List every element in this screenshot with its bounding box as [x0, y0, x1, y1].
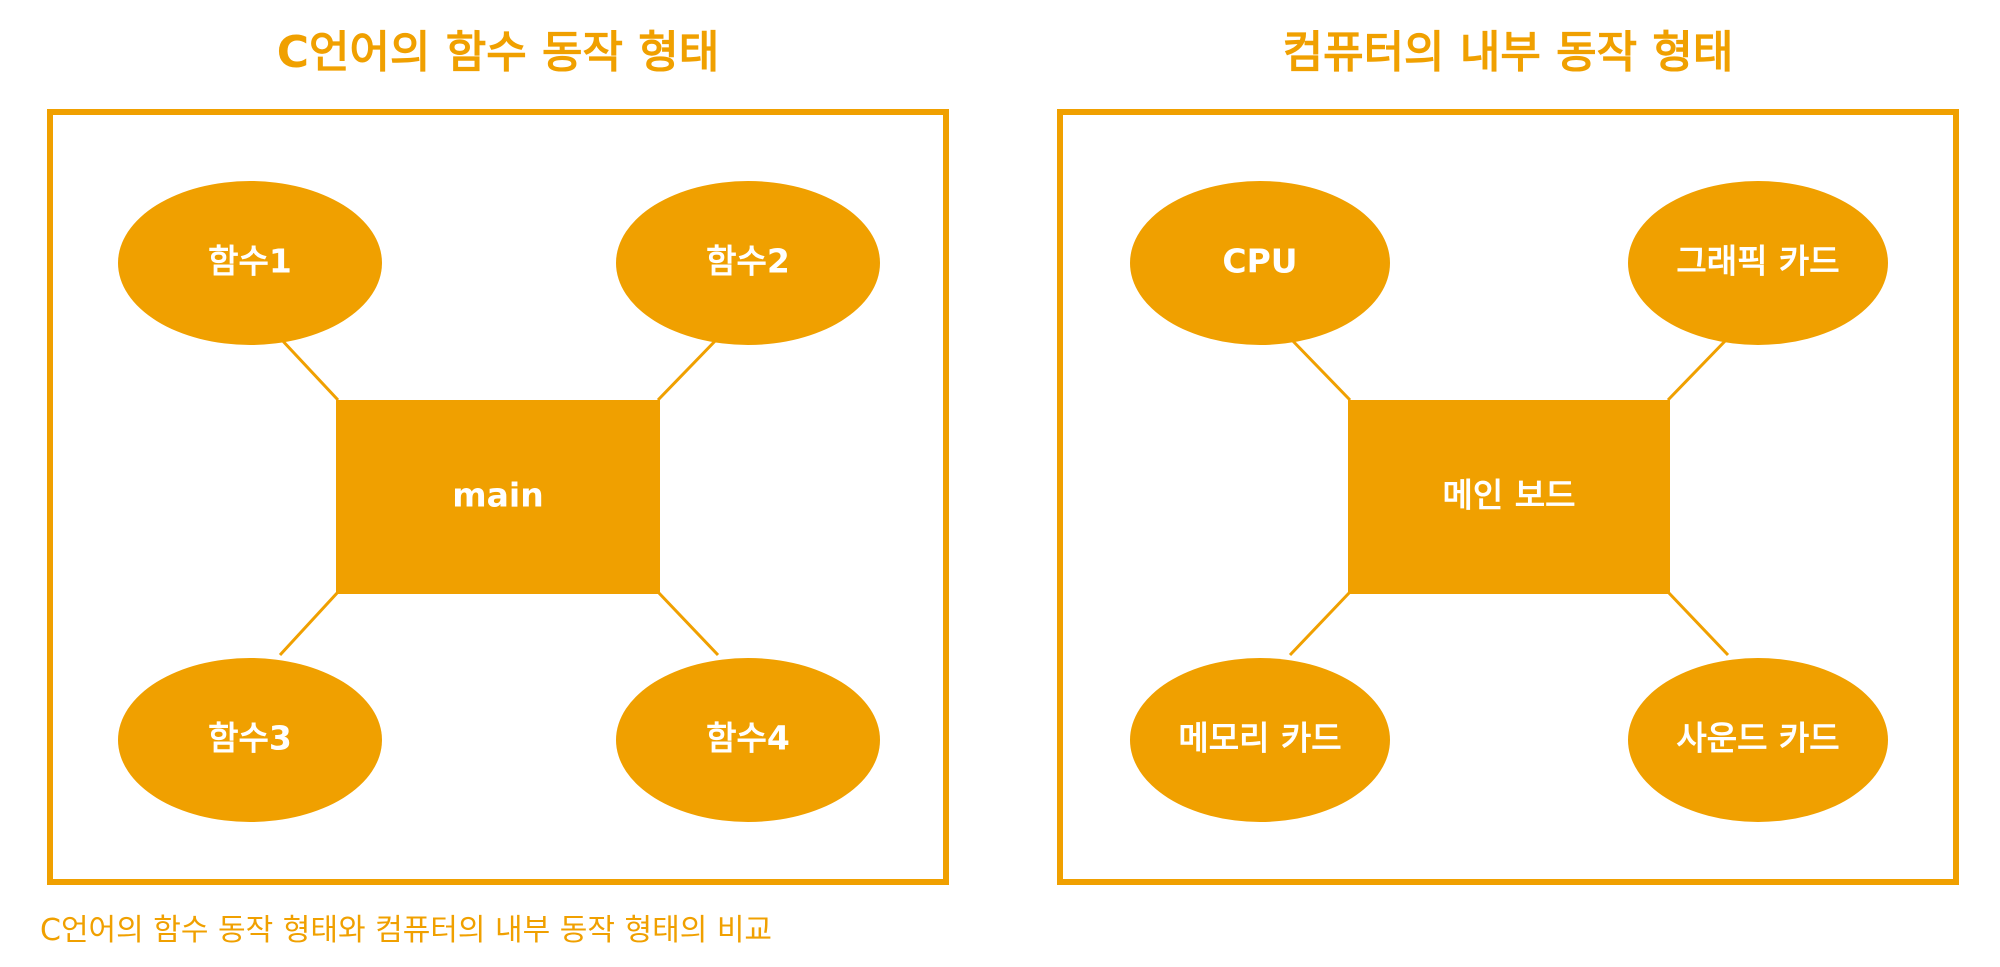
connector-sound-mainboard: [1666, 590, 1730, 657]
func3-label: 함수3: [208, 719, 292, 758]
connector-graphics-mainboard: [1666, 336, 1730, 402]
connector-func1-main: [278, 336, 340, 402]
mainboard-box: [1348, 400, 1670, 594]
func4-node: [616, 658, 880, 822]
right-panel: 메인 보드 CPU 그래픽 카드 메모리 카드 사운드 카드: [1057, 109, 1959, 885]
right-panel-frame: [1057, 109, 1959, 885]
func3-node: [118, 658, 382, 822]
graphics-card-label: 그래픽 카드: [1676, 242, 1839, 281]
connector-func3-main: [278, 590, 340, 657]
memory-card-label: 메모리 카드: [1178, 719, 1341, 758]
sound-card-label: 사운드 카드: [1676, 719, 1839, 758]
connector-func4-main: [656, 590, 720, 657]
cpu-label: CPU: [1222, 242, 1297, 281]
connector-memory-mainboard: [1288, 590, 1352, 657]
cpu-node: [1130, 181, 1390, 345]
connector-func2-main: [656, 336, 720, 402]
figure-caption: C언어의 함수 동작 형태와 컴퓨터의 내부 동작 형태의 비교: [40, 913, 773, 948]
left-panel-frame: [47, 109, 949, 885]
right-panel-title: 컴퓨터의 내부 동작 형태: [1282, 27, 1734, 78]
left-panel: main 함수1 함수2 함수3 함수4: [47, 109, 949, 885]
func1-node: [118, 181, 382, 345]
mainboard-label: 메인 보드: [1443, 476, 1576, 515]
sound-card-node: [1628, 658, 1888, 822]
func4-label: 함수4: [706, 719, 790, 758]
func2-node: [616, 181, 880, 345]
graphics-card-node: [1628, 181, 1888, 345]
func1-label: 함수1: [208, 242, 292, 281]
main-box: [336, 400, 660, 594]
memory-card-node: [1130, 658, 1390, 822]
left-panel-title: C언어의 함수 동작 형태: [276, 27, 720, 78]
connector-cpu-mainboard: [1288, 336, 1352, 402]
main-label: main: [452, 476, 543, 515]
func2-label: 함수2: [706, 242, 790, 281]
